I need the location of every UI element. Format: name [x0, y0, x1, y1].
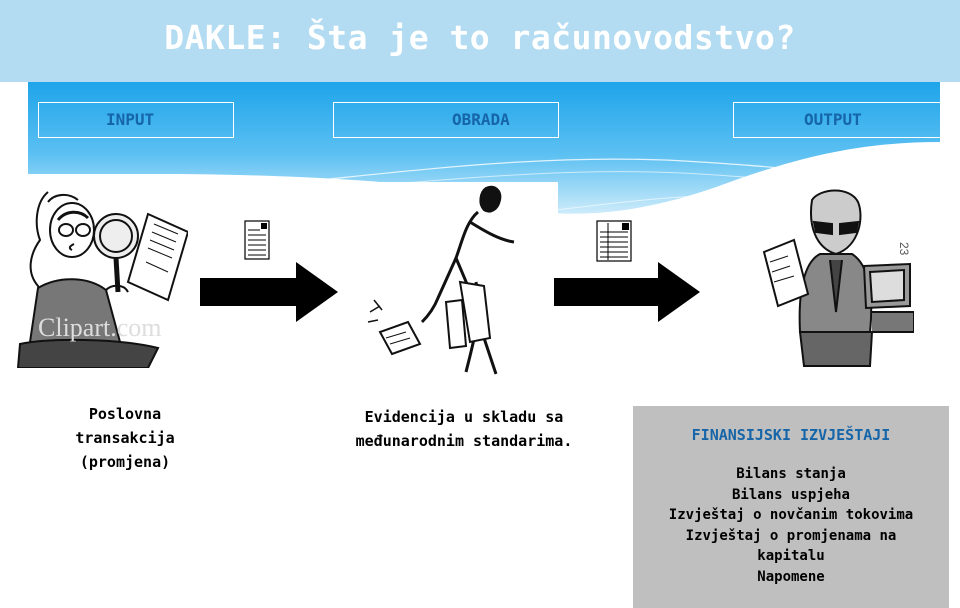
caption-input: Poslovna transakcija (promjena) — [50, 402, 200, 474]
financial-reports-box: FINANSIJSKI IZVJEŠTAJI Bilans stanja Bil… — [633, 406, 949, 608]
right-arrow-2 — [554, 262, 700, 322]
reports-title: FINANSIJSKI IZVJEŠTAJI — [691, 426, 891, 444]
stage-obrada-label: OBRADA — [452, 110, 510, 129]
stage-input-label: INPUT — [106, 110, 155, 129]
caption-input-text: Poslovna transakcija (promjena) — [75, 405, 175, 471]
report-item: Bilans stanja — [736, 466, 846, 482]
juggling-person-illustration — [366, 182, 558, 380]
businessman-illustration — [760, 182, 914, 372]
document-icon-2 — [596, 220, 632, 262]
stage-output-box: OUTPUT — [733, 102, 945, 138]
right-arrow-1 — [200, 262, 338, 322]
title-bar — [0, 0, 960, 82]
document-icon-1 — [244, 220, 270, 260]
caption-obrada-text: Evidencija u skladu sa međunarodnim stan… — [355, 408, 573, 450]
report-item: Bilans uspjeha — [731, 486, 850, 503]
stage-input-box: INPUT — [38, 102, 234, 138]
stage-output-label: OUTPUT — [804, 110, 862, 129]
page-number: 23 — [897, 242, 911, 256]
report-item: Izvještaj o novčanim tokovima — [668, 507, 914, 523]
magnifier-person-illustration: Clipart.com — [16, 191, 188, 368]
report-item: Napomene — [757, 568, 825, 585]
slide-title: DAKLE: Šta je to računovodstvo? — [164, 18, 796, 57]
caption-obrada: Evidencija u skladu sa međunarodnim stan… — [330, 405, 598, 453]
report-item: Izvještaj o promjenama na kapitalu — [685, 527, 897, 565]
svg-text:Clipart.com: Clipart.com — [38, 313, 161, 342]
stage-obrada-box: OBRADA — [333, 102, 559, 138]
